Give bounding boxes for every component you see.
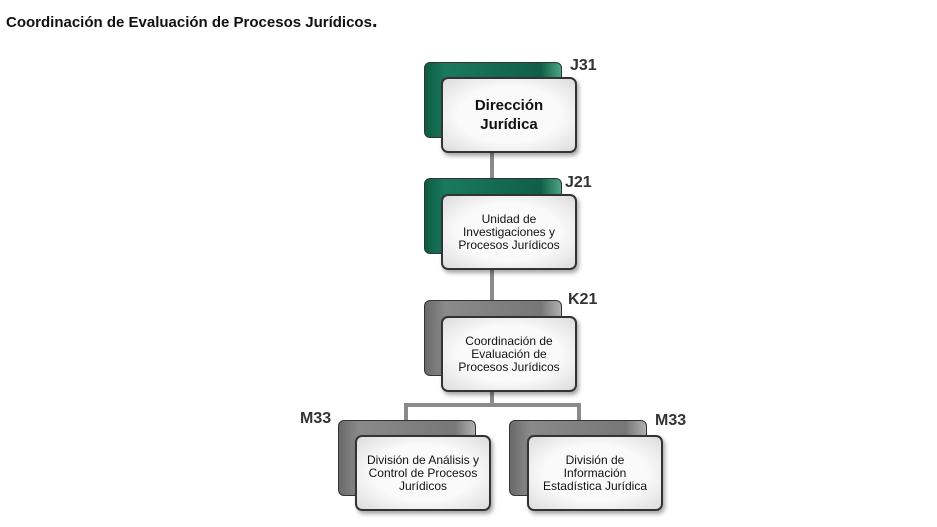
node-label: Coordinación de Evaluación de Procesos J… <box>441 316 577 392</box>
connector <box>404 403 408 423</box>
title-period: . <box>371 10 378 32</box>
node-label: División de Análisis y Control de Proces… <box>355 435 491 511</box>
node-label: Unidad de Investigaciones y Procesos Jur… <box>441 194 577 270</box>
node-code: K21 <box>568 291 598 308</box>
connector <box>404 403 581 407</box>
connector <box>490 388 494 406</box>
node-code: M33 <box>655 412 687 429</box>
node-code: M33 <box>300 410 332 427</box>
node-code: J31 <box>570 57 597 74</box>
connector <box>577 403 581 423</box>
page-title: Coordinación de Evaluación de Procesos J… <box>6 10 378 33</box>
node-label: Dirección Jurídica <box>441 77 577 153</box>
node-code: J21 <box>565 174 592 191</box>
node-label: División de Información Estadística Jurí… <box>527 435 663 511</box>
title-text: Coordinación de Evaluación de Procesos J… <box>6 14 372 31</box>
